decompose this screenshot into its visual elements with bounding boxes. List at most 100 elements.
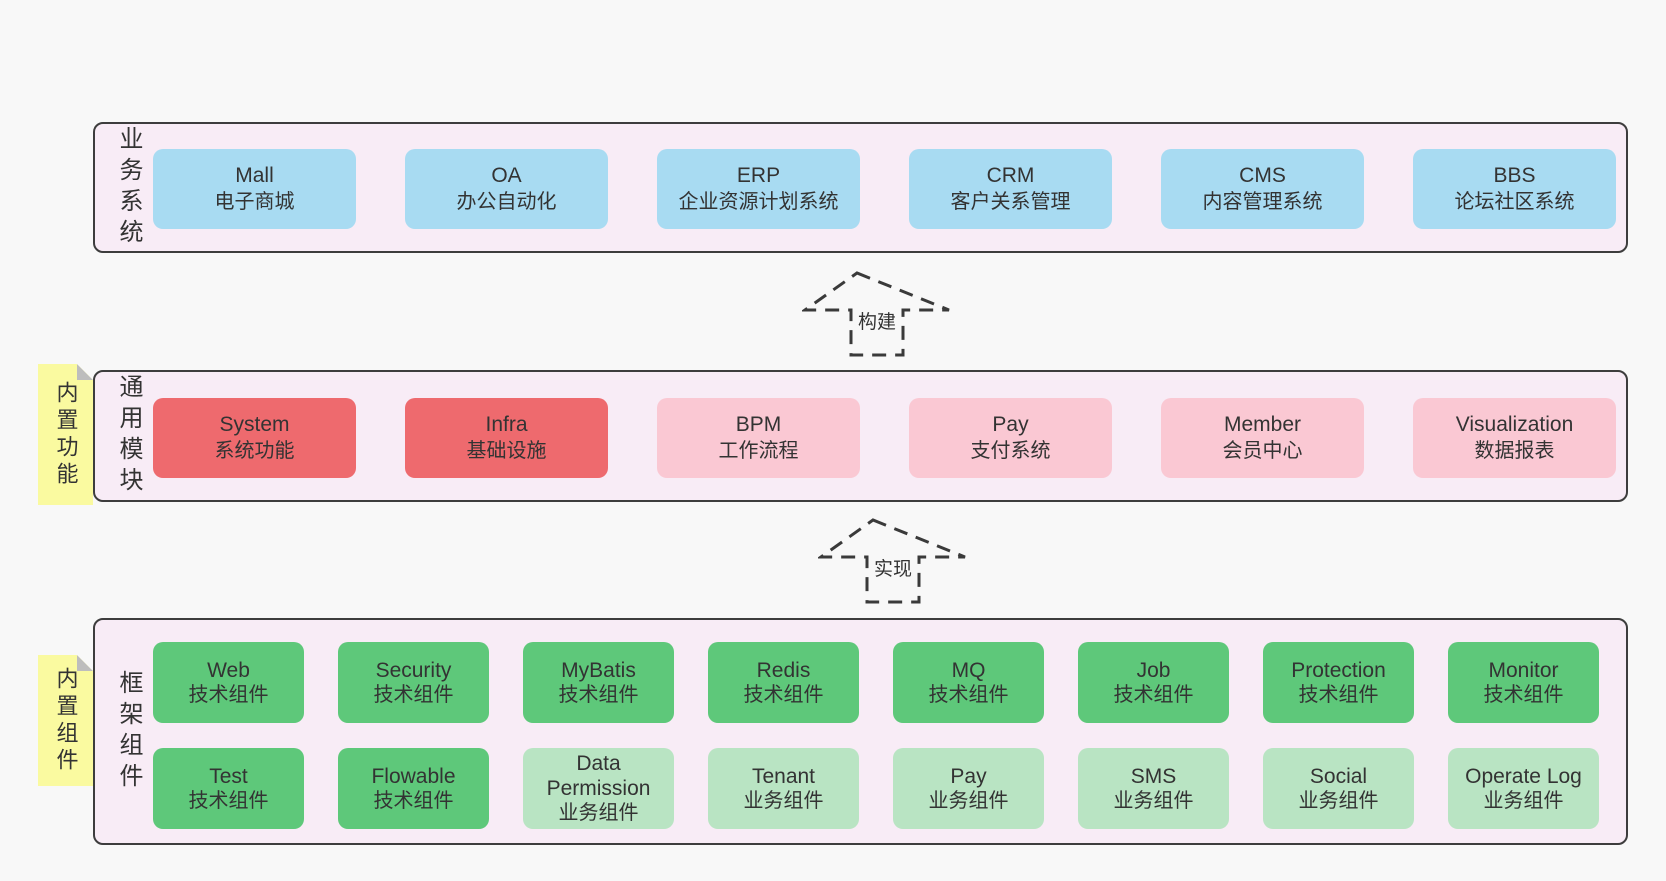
box-title: Social — [1309, 764, 1368, 788]
panel-common-modules: 通用模块 System 系统功能 Infra 基础设施 BPM 工作流程 Pay… — [93, 370, 1628, 502]
box-bpm: BPM 工作流程 — [657, 398, 860, 478]
box-title: BBS — [1493, 164, 1536, 187]
sticky-note-builtin-components: 内置组件 — [38, 655, 93, 786]
panel-side-label: 通用模块 — [115, 374, 142, 498]
up-arrow-icon — [802, 271, 950, 357]
box-title: Operate Log — [1465, 764, 1582, 788]
box-tenant: Tenant 业务组件 — [708, 748, 859, 829]
box-title: Pay — [950, 764, 987, 788]
panel-framework-components: 框架组件 Web 技术组件 Security 技术组件 MyBatis 技术组件… — [93, 618, 1628, 845]
box-title: MyBatis — [561, 658, 636, 682]
box-title: Job — [1136, 658, 1171, 682]
box-title: CMS — [1239, 164, 1286, 187]
box-title: Pay — [992, 413, 1029, 436]
box-subtitle: 系统功能 — [214, 440, 295, 462]
box-title: Monitor — [1488, 658, 1559, 682]
box-subtitle: 内容管理系统 — [1202, 191, 1323, 213]
box-system: System 系统功能 — [153, 398, 356, 478]
box-title: CRM — [986, 164, 1035, 187]
box-subtitle: 技术组件 — [1298, 683, 1379, 706]
box-subtitle: 论坛社区系统 — [1454, 191, 1575, 213]
box-title: Data Permission — [546, 752, 651, 800]
box-visualization: Visualization 数据报表 — [1413, 398, 1616, 478]
box-subtitle: 技术组件 — [558, 683, 639, 706]
panel-side-label: 框架组件 — [115, 669, 142, 794]
box-title: Member — [1223, 413, 1302, 436]
box-subtitle: 业务组件 — [558, 802, 639, 824]
box-protection: Protection 技术组件 — [1263, 642, 1414, 723]
box-redis: Redis 技术组件 — [708, 642, 859, 723]
box-subtitle: 支付系统 — [970, 440, 1051, 462]
box-subtitle: 业务组件 — [928, 789, 1009, 812]
box-subtitle: 业务组件 — [1483, 789, 1564, 812]
box-subtitle: 客户关系管理 — [950, 191, 1071, 213]
box-subtitle: 企业资源计划系统 — [678, 191, 839, 213]
box-title: Mall — [235, 164, 274, 187]
box-title: System — [219, 413, 290, 436]
box-subtitle: 办公自动化 — [456, 191, 557, 213]
box-subtitle: 电子商城 — [214, 191, 295, 213]
arrow-label: 实现 — [869, 553, 917, 582]
box-subtitle: 技术组件 — [1113, 683, 1194, 706]
sticky-note-label: 内置组件 — [53, 666, 79, 775]
box-sms: SMS 业务组件 — [1078, 748, 1229, 829]
box-subtitle: 技术组件 — [373, 683, 454, 706]
box-title: MQ — [951, 658, 986, 682]
box-title: SMS — [1130, 764, 1177, 788]
box-subtitle: 业务组件 — [1113, 789, 1194, 812]
box-subtitle: 技术组件 — [188, 683, 269, 706]
box-title: Visualization — [1455, 413, 1574, 436]
box-title: BPM — [735, 413, 782, 436]
box-flowable: Flowable 技术组件 — [338, 748, 489, 829]
panel-side-label: 业务系统 — [115, 125, 142, 250]
box-title: Protection — [1291, 658, 1386, 682]
box-subtitle: 技术组件 — [743, 683, 824, 706]
folded-corner-icon — [77, 364, 93, 380]
box-subtitle: 基础设施 — [466, 440, 547, 462]
arrow-build: 构建 — [802, 270, 952, 358]
modules-box-row: System 系统功能 Infra 基础设施 BPM 工作流程 Pay 支付系统… — [153, 398, 1616, 478]
box-title: OA — [491, 164, 522, 187]
components-row-1: Web 技术组件 Security 技术组件 MyBatis 技术组件 Redi… — [153, 642, 1599, 723]
box-erp: ERP 企业资源计划系统 — [657, 149, 860, 229]
box-subtitle: 业务组件 — [1298, 789, 1379, 812]
box-monitor: Monitor 技术组件 — [1448, 642, 1599, 723]
box-mall: Mall 电子商城 — [153, 149, 356, 229]
folded-corner-icon — [77, 655, 93, 671]
box-subtitle: 工作流程 — [718, 440, 799, 462]
box-mq: MQ 技术组件 — [893, 642, 1044, 723]
box-bbs: BBS 论坛社区系统 — [1413, 149, 1616, 229]
box-title: Test — [209, 764, 248, 788]
box-subtitle: 技术组件 — [373, 789, 454, 812]
box-subtitle: 业务组件 — [743, 789, 824, 812]
box-title: Redis — [756, 658, 811, 682]
box-member: Member 会员中心 — [1161, 398, 1364, 478]
box-title: Infra — [485, 413, 528, 436]
box-web: Web 技术组件 — [153, 642, 304, 723]
components-row-2: Test 技术组件 Flowable 技术组件 Data Permission … — [153, 748, 1599, 829]
box-oa: OA 办公自动化 — [405, 149, 608, 229]
panel-business-systems: 业务系统 Mall 电子商城 OA 办公自动化 ERP 企业资源计划系统 CRM… — [93, 122, 1628, 253]
sticky-note-builtin-features: 内置功能 — [38, 364, 93, 505]
box-title: Web — [207, 658, 250, 682]
box-subtitle: 技术组件 — [1483, 683, 1564, 706]
box-subtitle: 会员中心 — [1222, 440, 1303, 462]
box-job: Job 技术组件 — [1078, 642, 1229, 723]
box-infra: Infra 基础设施 — [405, 398, 608, 478]
box-crm: CRM 客户关系管理 — [909, 149, 1112, 229]
box-subtitle: 技术组件 — [188, 789, 269, 812]
box-operate-log: Operate Log 业务组件 — [1448, 748, 1599, 829]
box-test: Test 技术组件 — [153, 748, 304, 829]
box-title: Flowable — [371, 764, 456, 788]
box-cms: CMS 内容管理系统 — [1161, 149, 1364, 229]
box-title: Tenant — [751, 764, 816, 788]
box-data-permission: Data Permission 业务组件 — [523, 748, 674, 829]
sticky-note-label: 内置功能 — [53, 380, 79, 489]
box-mybatis: MyBatis 技术组件 — [523, 642, 674, 723]
box-subtitle: 技术组件 — [928, 683, 1009, 706]
box-pay-module: Pay 支付系统 — [909, 398, 1112, 478]
box-pay-component: Pay 业务组件 — [893, 748, 1044, 829]
arrow-implement: 实现 — [818, 517, 968, 605]
up-arrow-icon — [818, 518, 966, 604]
